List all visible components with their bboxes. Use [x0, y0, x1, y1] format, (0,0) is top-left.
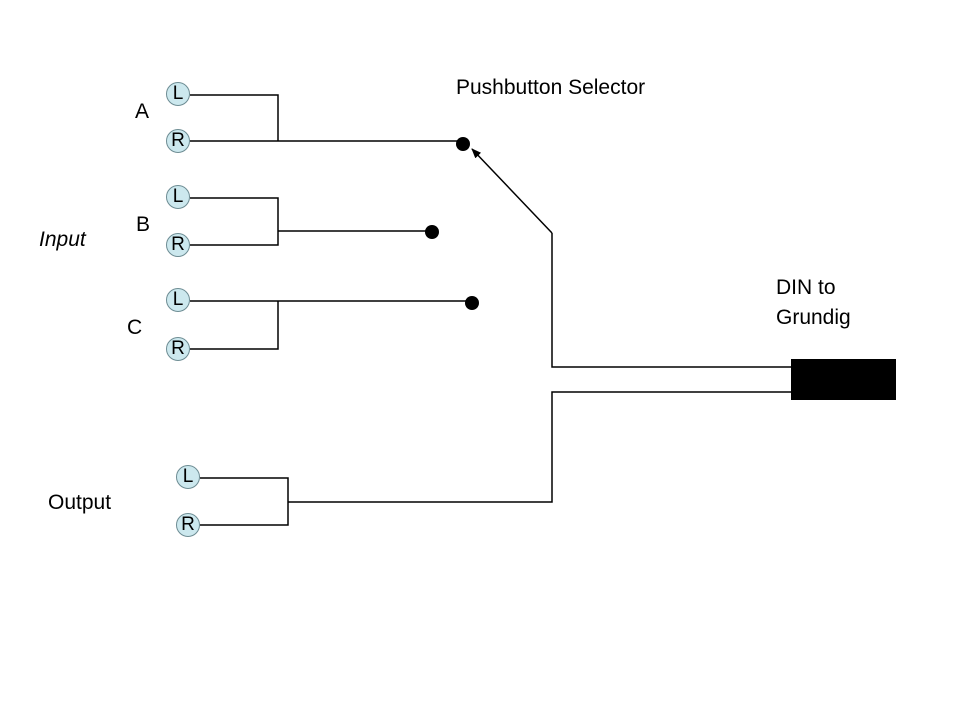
group-b-label: B [136, 213, 151, 236]
input-a-right-jack: R [166, 129, 190, 153]
input-b-left-jack: L [166, 185, 190, 209]
group-c-label: C [127, 316, 143, 339]
selector-contact-b [425, 225, 439, 239]
input-b-wiring [190, 197, 430, 246]
output-left-jack: L [176, 465, 200, 489]
output-right-jack: R [176, 513, 200, 537]
din-label-line2: Grundig [776, 306, 851, 329]
selector-contact-a [456, 137, 470, 151]
input-b-right-jack: R [166, 233, 190, 257]
group-a-label: A [135, 100, 150, 123]
output-wiring [200, 391, 792, 526]
input-label: Input [39, 228, 86, 251]
output-label: Output [48, 491, 112, 514]
din-connector [791, 359, 896, 400]
selector-switch-arm [471, 148, 553, 234]
selector-to-din-wire [551, 233, 792, 368]
pushbutton-selector-label: Pushbutton Selector [456, 76, 646, 99]
input-c-left-jack: L [166, 288, 190, 312]
din-label-line1: DIN to [776, 276, 836, 299]
input-a-wiring [190, 94, 462, 142]
input-c-wiring [190, 300, 471, 350]
selector-contact-c [465, 296, 479, 310]
input-c-right-jack: R [166, 337, 190, 361]
input-a-left-jack: L [166, 82, 190, 106]
